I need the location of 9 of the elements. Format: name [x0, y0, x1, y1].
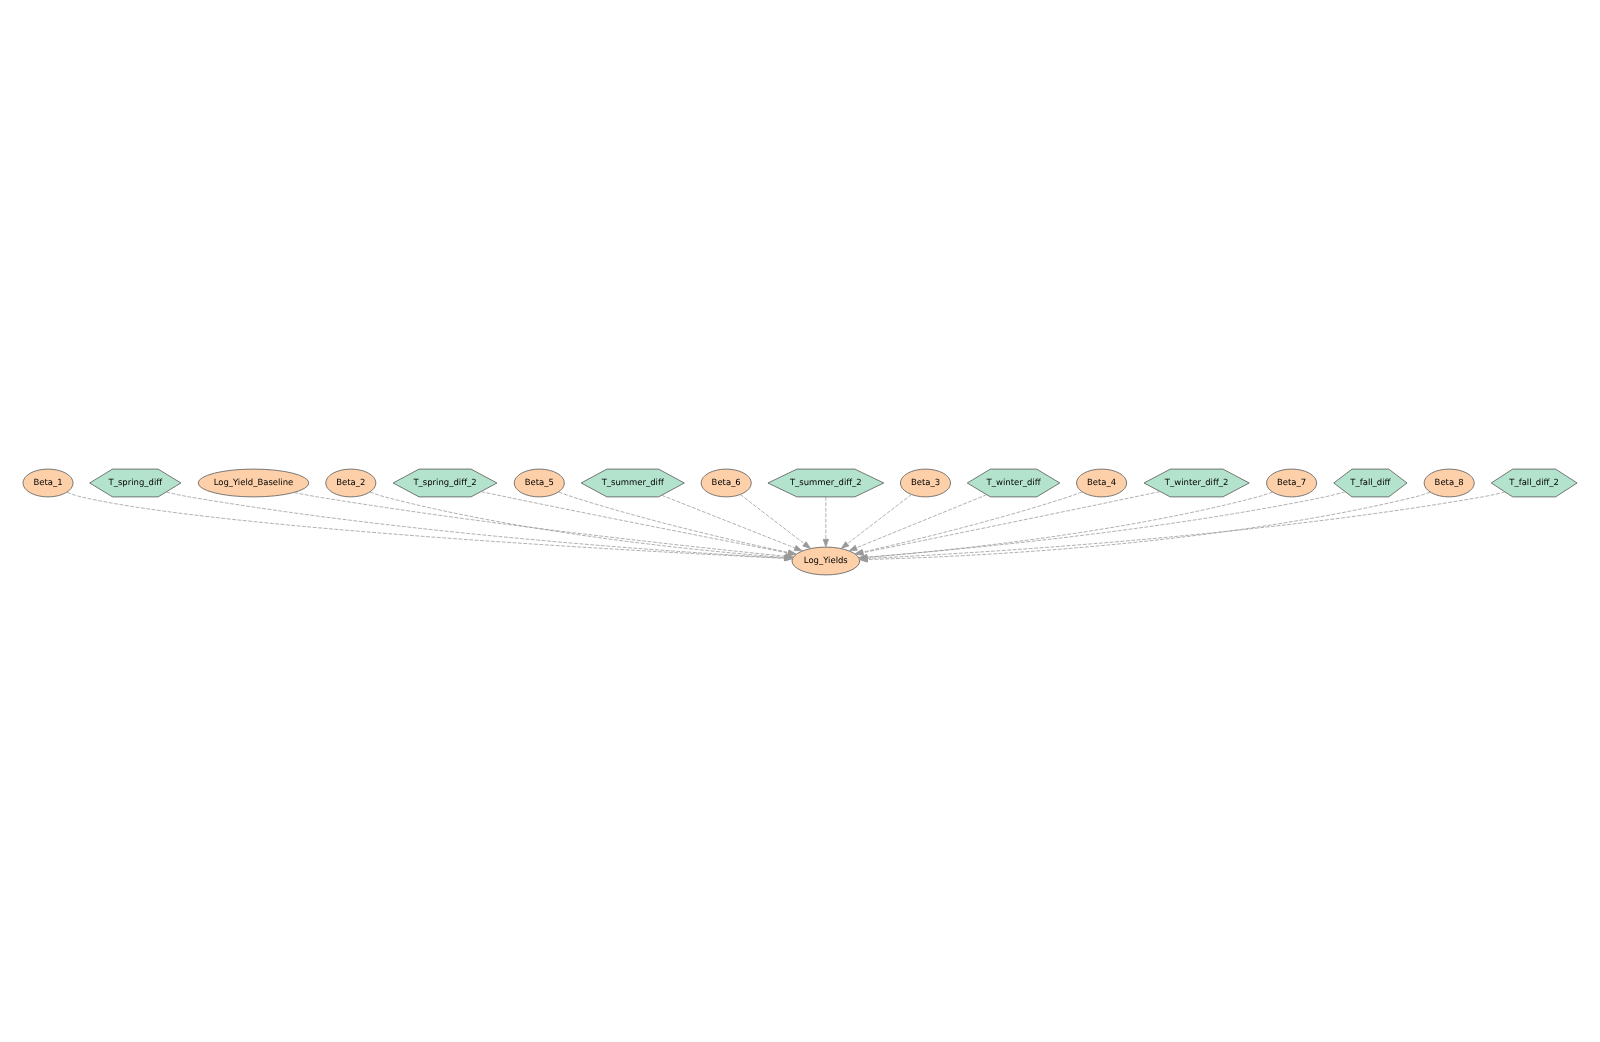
- arrow: [855, 490, 1161, 555]
- arrow: [661, 493, 803, 551]
- arrow: [558, 490, 797, 555]
- arrow: [480, 490, 797, 556]
- arrow: [739, 493, 811, 548]
- arrow: [848, 493, 988, 551]
- arrow: [822, 495, 829, 547]
- arrow: [840, 493, 912, 548]
- arrow: [854, 490, 1083, 555]
